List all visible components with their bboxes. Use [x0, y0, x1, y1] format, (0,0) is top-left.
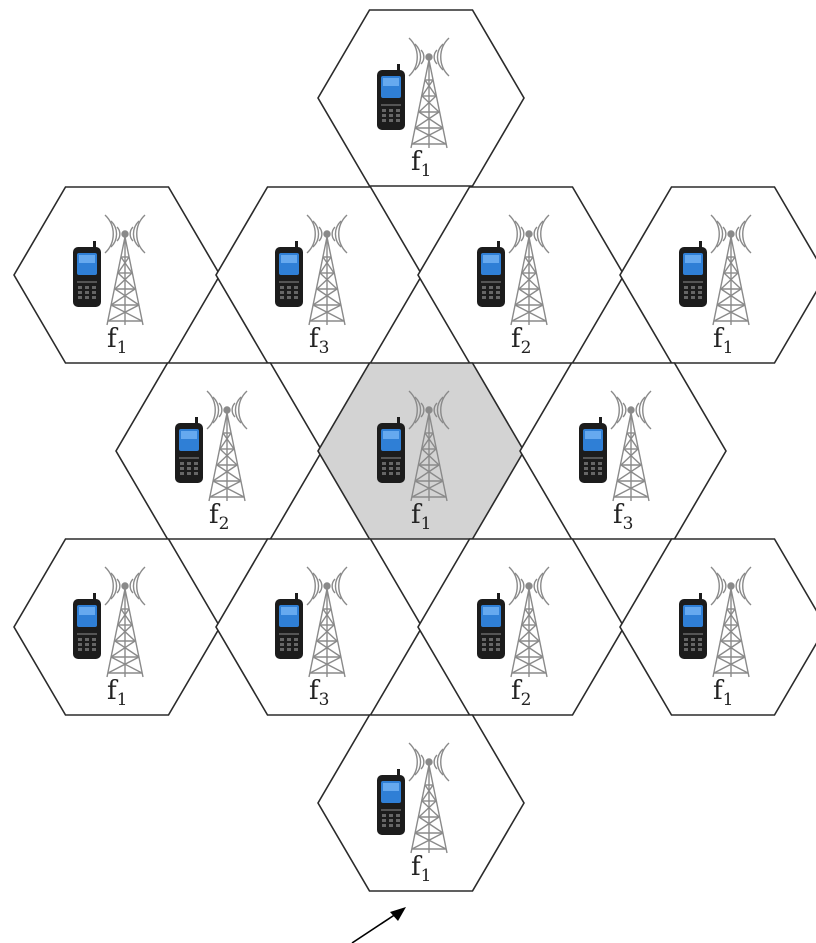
frequency-label: f1 [713, 324, 733, 358]
cell-hexagon: f1 [317, 362, 525, 540]
cell-hexagon: f3 [215, 186, 423, 364]
frequency-label: f3 [613, 500, 633, 534]
cell-hexagon: f1 [619, 186, 816, 364]
phone-icon [679, 241, 707, 307]
frequency-label: f1 [411, 500, 431, 534]
phone-icon [275, 593, 303, 659]
cell-outline [619, 538, 816, 716]
phone-icon [73, 593, 101, 659]
phone-icon [73, 241, 101, 307]
arrow-icon [351, 907, 406, 943]
phone-icon [377, 769, 405, 835]
phone-icon [275, 241, 303, 307]
frequency-label: f1 [107, 324, 127, 358]
cell-outline [619, 186, 816, 364]
frequency-label: f2 [209, 500, 229, 534]
phone-icon [477, 241, 505, 307]
frequency-label: f3 [309, 676, 329, 710]
cell-hexagon: f2 [115, 362, 323, 540]
phone-icon [477, 593, 505, 659]
cell-hexagon: f3 [215, 538, 423, 716]
phone-icon [579, 417, 607, 483]
phone-icon [679, 593, 707, 659]
phone-icon [377, 64, 405, 130]
frequency-label: f2 [511, 324, 531, 358]
phone-icon [377, 417, 405, 483]
cell-hexagon: f1 [317, 9, 525, 187]
frequency-label: f2 [511, 676, 531, 710]
cell-hexagon: f1 [13, 186, 221, 364]
cell-hexagon: f1 [13, 538, 221, 716]
cell-hexagon: f1 [619, 538, 816, 716]
cell-hexagon: f2 [417, 186, 625, 364]
cell-hexagon: f2 [417, 538, 625, 716]
cell-hexagon: f1 [317, 714, 525, 892]
frequency-label: f3 [309, 324, 329, 358]
phone-icon [175, 417, 203, 483]
frequency-label: f1 [107, 676, 127, 710]
frequency-label: f1 [411, 852, 431, 886]
frequency-label: f1 [411, 147, 431, 181]
frequency-label: f1 [713, 676, 733, 710]
cell-hexagon: f3 [519, 362, 727, 540]
